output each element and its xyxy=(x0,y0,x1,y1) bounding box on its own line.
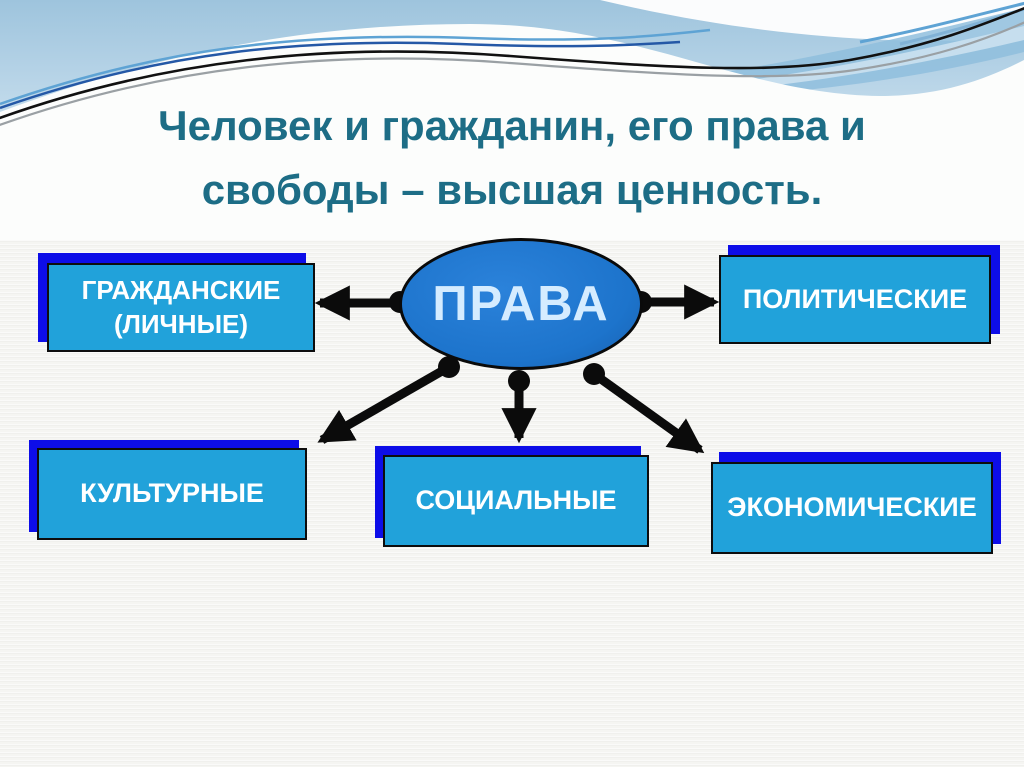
connector-dot xyxy=(438,356,460,378)
contour-line-gray xyxy=(0,21,1024,127)
box-political-label: ПОЛИТИЧЕСКИЕ xyxy=(742,283,968,314)
box-cultural-label: КУЛЬТУРНЫЕ xyxy=(80,478,264,509)
arrow-to-economic xyxy=(583,363,705,454)
arrow-to-social xyxy=(501,370,537,444)
white-hill xyxy=(0,24,1024,240)
slide-title: Человек и гражданин, его права и свободы… xyxy=(0,94,1024,222)
contour-line-light-blue xyxy=(0,28,711,106)
contour-line-dark-blue xyxy=(0,40,681,110)
slide-title-line2: свободы – высшая ценность. xyxy=(201,166,823,213)
header-wave-decoration xyxy=(0,0,1024,240)
central-node-rights: ПРАВА xyxy=(399,238,643,370)
box-political-rights: ПОЛИТИЧЕСКИЕ xyxy=(719,255,991,344)
box-economic-rights: ЭКОНОМИЧЕСКИЕ xyxy=(711,462,993,554)
box-economic-label: ЭКОНОМИЧЕСКИЕ xyxy=(727,492,977,523)
arrow-to-cultural xyxy=(317,356,460,444)
blue-sweep-band xyxy=(520,8,1024,101)
box-civil-rights: ГРАЖДАНСКИЕ (ЛИЧНЫЕ) xyxy=(47,263,315,352)
connector-dot xyxy=(583,363,605,385)
box-social-label: СОЦИАЛЬНЫЕ xyxy=(415,485,617,516)
box-social-rights: СОЦИАЛЬНЫЕ xyxy=(383,455,649,547)
central-node-label: ПРАВА xyxy=(432,277,610,331)
contour-line-black xyxy=(0,6,1024,120)
box-cultural-rights: КУЛЬТУРНЫЕ xyxy=(37,448,307,540)
corner-line-light-blue xyxy=(859,1,1024,44)
box-civil-label: ГРАЖДАНСКИЕ (ЛИЧНЫЕ) xyxy=(81,274,281,339)
connector-dot xyxy=(508,370,530,392)
arrow-to-civil xyxy=(314,285,411,321)
slide-title-line1: Человек и гражданин, его права и xyxy=(158,102,866,149)
